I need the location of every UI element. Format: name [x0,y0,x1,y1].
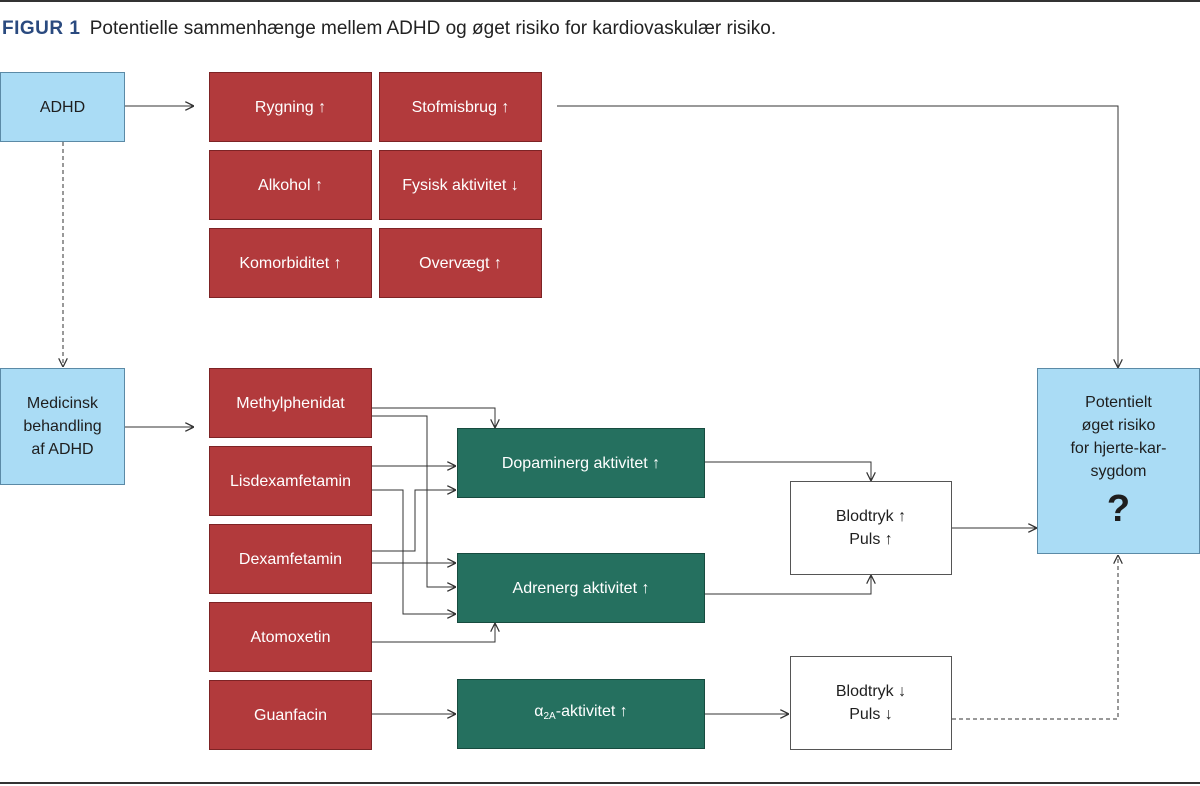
pulse-up-label: Puls ↑ [849,531,893,548]
top-rule [0,0,1200,2]
arrow-dexamfetamine-to-dopaminergic [372,490,456,552]
alcohol-box: Alkohol ↑ [209,150,372,220]
arrow-methylphenidate-to-dopaminergic [372,407,495,428]
dexamfetamine-box: Dexamfetamin [209,524,372,594]
substance-abuse-box: Stofmisbrug ↑ [379,72,542,142]
alpha2a-activity-box: α2A-aktivitet ↑ [457,679,705,749]
alpha-subscript: 2A [543,711,556,722]
arrow-dopaminergic-to-effects [705,461,871,481]
adrenergic-activity-label: Adrenerg aktivitet ↑ [512,579,650,597]
dopaminergic-activity-box: Dopaminerg aktivitet ↑ [457,428,705,498]
outcome-line-2: øget risiko [1081,417,1156,434]
effects-down-box: Blodtryk ↓ Puls ↓ [790,656,952,750]
pulse-down-label: Puls ↓ [849,706,893,723]
outcome-line-3: for hjerte-kar- [1070,440,1167,457]
physical-activity-label: Fysisk aktivitet ↓ [402,176,519,194]
atomoxetine-label: Atomoxetin [250,628,331,646]
comorbidity-box: Komorbiditet ↑ [209,228,372,298]
substance-abuse-label: Stofmisbrug ↑ [411,98,510,116]
smoking-label: Rygning ↑ [254,98,327,116]
dexamfetamine-label: Dexamfetamin [238,550,343,568]
blood-pressure-up-label: Blodtryk ↑ [835,508,907,525]
alcohol-label: Alkohol ↑ [258,176,323,194]
figure-label: FIGUR 1 [2,18,81,39]
arrow-lisdexamfetamine-to-adrenergic [372,489,456,614]
question-mark: ? [1106,488,1131,530]
lisdexamfetamine-label: Lisdexamfetamin [230,472,351,490]
lisdexamfetamine-box: Lisdexamfetamin [209,446,372,516]
effects-up-box: Blodtryk ↑ Puls ↑ [790,481,952,575]
overweight-label: Overvægt ↑ [419,254,502,272]
outcome-line-1: Potentielt [1085,394,1152,411]
medication-line-3: af ADHD [31,441,94,458]
medication-box: Medicinsk behandling af ADHD [0,368,125,485]
adhd-label: ADHD [39,98,86,116]
overweight-box: Overvægt ↑ [379,228,542,298]
methylphenidate-box: Methylphenidat [209,368,372,438]
bottom-rule [0,782,1200,784]
comorbidity-label: Komorbiditet ↑ [239,254,342,272]
outcome-box: Potentielt øget risiko for hjerte-kar- s… [1037,368,1200,554]
physical-activity-box: Fysisk aktivitet ↓ [379,150,542,220]
medication-line-1: Medicinsk [26,395,99,412]
blood-pressure-down-label: Blodtryk ↓ [835,683,907,700]
arrow-methylphenidate-to-adrenergic [372,415,456,587]
alpha2a-activity-label: α2A-aktivitet ↑ [534,700,628,728]
alpha-suffix: -aktivitet ↑ [555,703,628,720]
arrow-atomoxetine-to-adrenergic [372,623,495,643]
methylphenidate-label: Methylphenidat [236,394,345,412]
guanfacine-label: Guanfacin [254,706,327,724]
guanfacine-box: Guanfacin [209,680,372,750]
arrow-risk-factors-to-outcome [557,105,1118,368]
figure-title: Potentielle sammenhænge mellem ADHD og ø… [89,18,777,39]
atomoxetine-box: Atomoxetin [209,602,372,672]
outcome-line-4: sygdom [1090,463,1147,480]
arrow-effects-down-to-outcome [952,555,1118,720]
dopaminergic-activity-label: Dopaminerg aktivitet ↑ [501,454,661,472]
medication-line-2: behandling [23,418,102,435]
adrenergic-activity-box: Adrenerg aktivitet ↑ [457,553,705,623]
figure-caption: FIGUR 1 Potentielle sammenhænge mellem A… [2,18,776,40]
alpha-symbol: α [534,703,544,720]
arrow-adrenergic-to-effects [705,575,871,595]
adhd-box: ADHD [0,72,125,142]
smoking-box: Rygning ↑ [209,72,372,142]
